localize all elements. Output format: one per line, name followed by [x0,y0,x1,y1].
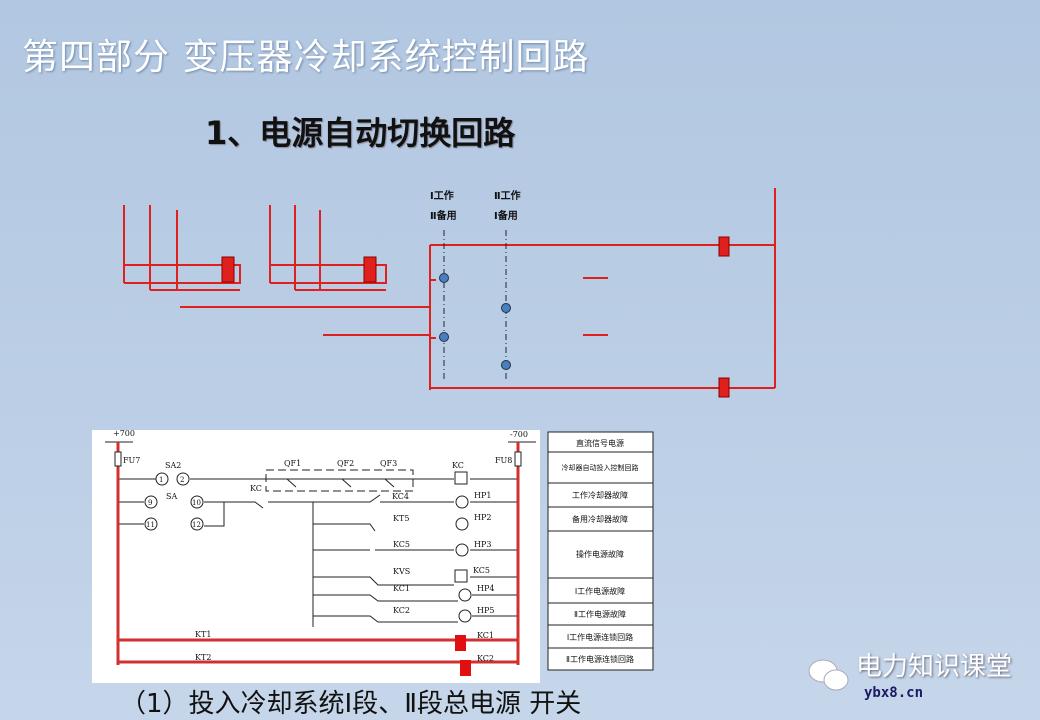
label-minus: -700 [510,430,528,439]
kc1-coil [455,635,466,651]
kc2-coil [460,660,471,676]
table-row: 备用冷却器故障 [572,514,628,524]
label-col1-top: Ⅰ工作 [430,189,454,202]
label-hp5: HP5 [477,606,494,615]
table-row: 冷却器自动投入控制回路 [562,463,639,472]
circuit-panel [92,430,540,683]
breaker-2 [363,256,377,283]
label-kc1-coil: KC1 [477,631,494,640]
terminal-12: 12 [192,521,201,529]
terminal-1: 1 [159,476,163,484]
terminal-10: 10 [192,499,201,507]
label-kc2-coil: KC2 [477,654,494,663]
breaker-4 [718,377,730,398]
circuit-wiring [105,441,536,627]
wechat-icon [808,659,849,691]
label-kc-contact: KC [250,484,262,493]
label-kc1: KC1 [393,584,410,593]
label-kc-coil: KC [452,461,464,470]
label-col1-bottom: Ⅱ备用 [430,209,457,222]
breaker-3 [718,236,730,257]
label-hp3: HP3 [474,540,491,549]
terminal-9: 9 [148,499,152,507]
label-kc5: KC5 [393,540,410,549]
slide-subtitle: 1、电源自动切换回路 [205,114,516,152]
label-fu7: FU7 [123,456,140,465]
label-qf2: QF2 [337,459,354,468]
label-sa2: SA2 [165,461,181,470]
label-hp4: HP4 [477,584,494,593]
label-hp1: HP1 [474,491,491,500]
watermark-url: ybx8.cn [864,685,924,701]
table-row: 工作冷却器故障 [572,490,628,500]
label-plus: +700 [113,429,135,438]
label-kt5: KT5 [393,514,409,523]
label-kvs: KVS [393,567,410,576]
watermark: 电力知识课堂 ybx8.cn [806,652,1036,712]
slide-title: 第四部分 变压器冷却系统控制回路 [22,37,590,78]
function-table: 直流信号电源 冷却器自动投入控制回路 工作冷却器故障 备用冷却器故障 操作电源故… [547,431,654,671]
table-row: Ⅱ工作电源连锁回路 [566,654,634,664]
terminal-2: 2 [180,476,184,484]
table-row: 直流信号电源 [576,438,624,448]
label-fu8: FU8 [495,456,512,465]
dashdot-lines [443,230,507,382]
switchover-diagram [123,188,776,390]
terminal-11: 11 [146,521,155,529]
interlock-wiring [116,442,520,665]
label-sa: SA [166,492,177,501]
contacts [439,273,511,370]
table-row: 操作电源故障 [576,549,624,559]
label-kc5-coil: KC5 [473,566,490,575]
table-row: Ⅰ工作电源故障 [575,586,625,596]
label-qf1: QF1 [284,459,301,468]
table-row: Ⅱ工作电源故障 [574,609,626,619]
label-kt2: KT2 [195,653,211,662]
label-kt1: KT1 [195,630,211,639]
slide-caption: （1）投入冷却系统Ⅰ段、Ⅱ段总电源 开关 [120,689,582,719]
watermark-name: 电力知识课堂 [856,652,1013,682]
label-col2-top: Ⅱ工作 [494,189,521,202]
label-kc4: KC4 [392,492,409,501]
label-hp2: HP2 [474,513,491,522]
breaker-1 [221,256,235,283]
label-kc2: KC2 [393,606,410,615]
label-qf3: QF3 [380,459,397,468]
table-row: Ⅰ工作电源连锁回路 [567,632,633,642]
label-col2-bottom: Ⅰ备用 [494,209,518,222]
